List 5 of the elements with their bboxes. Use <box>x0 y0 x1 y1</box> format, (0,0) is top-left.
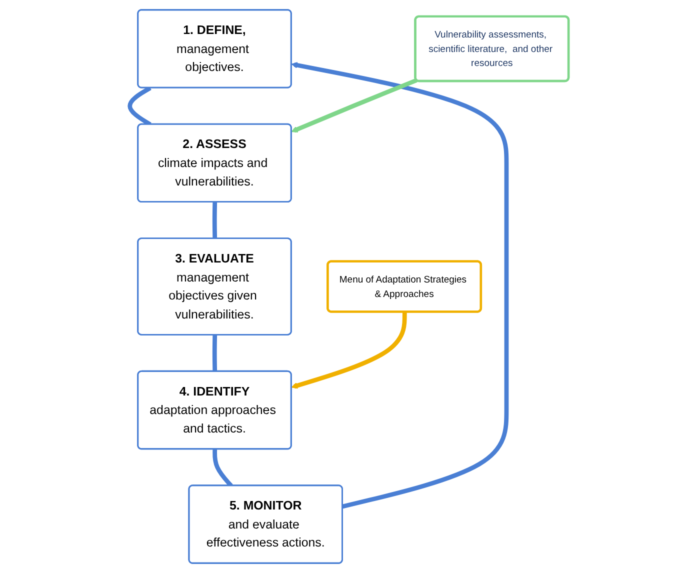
arrow <box>291 62 508 509</box>
arrow <box>291 78 418 133</box>
arrow <box>291 312 407 389</box>
connector <box>212 202 217 239</box>
connector <box>212 335 217 372</box>
